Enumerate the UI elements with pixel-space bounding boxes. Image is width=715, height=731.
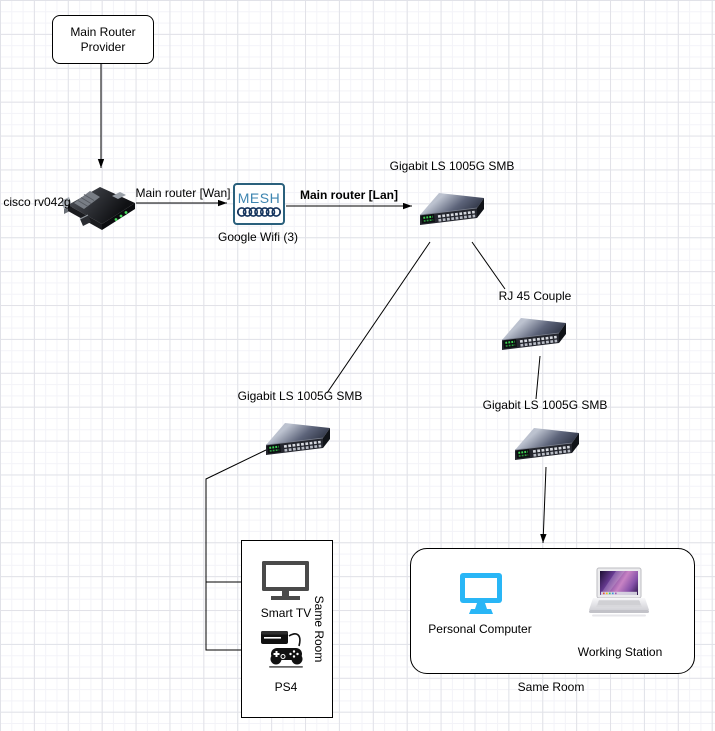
edge-right-switch-to-room[interactable]	[540, 466, 547, 544]
mesh-title: MESH	[237, 190, 281, 206]
router-label: cisco rv042g	[3, 195, 71, 209]
left-room-side-label: Same Room	[312, 595, 326, 663]
edge-left-switch-to-tv[interactable]	[205, 449, 267, 586]
workstation-label: Working Station	[577, 645, 663, 659]
edge-main-switch-to-left-switch[interactable]	[326, 241, 431, 394]
node-google-wifi-mesh[interactable]: MESH	[233, 183, 285, 225]
mesh-coil-icon	[237, 206, 281, 218]
wan-edge-label: Main router [Wan]	[135, 186, 231, 200]
right-switch-icon[interactable]	[512, 423, 584, 469]
provider-label-line1: Main Router	[70, 24, 136, 39]
edge-left-switch-to-ps4[interactable]	[205, 582, 253, 654]
rj45-switch-icon[interactable]	[499, 313, 571, 359]
mesh-caption: Google Wifi (3)	[217, 230, 299, 244]
main-switch-icon[interactable]	[417, 188, 489, 234]
edge-rj45-to-right-switch[interactable]	[535, 355, 541, 400]
smart-tv-label: Smart TV	[260, 606, 312, 620]
router-icon[interactable]	[60, 178, 136, 230]
ps4-icon[interactable]	[259, 626, 309, 670]
smart-tv-icon[interactable]	[262, 561, 309, 601]
personal-computer-label: Personal Computer	[428, 622, 532, 636]
workstation-laptop-icon[interactable]	[589, 566, 649, 619]
left-switch-label: Gigabit LS 1005G SMB	[237, 389, 363, 403]
lan-edge-label: Main router [Lan]	[300, 188, 398, 202]
personal-computer-icon[interactable]	[458, 573, 504, 615]
main-switch-label: Gigabit LS 1005G SMB	[389, 159, 515, 173]
right-room-caption: Same Room	[517, 680, 585, 694]
right-switch-label: Gigabit LS 1005G SMB	[482, 398, 608, 412]
provider-label-line2: Provider	[80, 39, 126, 54]
left-switch-icon[interactable]	[263, 418, 335, 464]
node-main-router-provider[interactable]: Main Router Provider	[52, 15, 154, 64]
rj45-switch-label: RJ 45 Couple	[498, 289, 572, 303]
ps4-label: PS4	[274, 680, 298, 694]
edge-main-switch-to-rj45[interactable]	[471, 241, 506, 290]
